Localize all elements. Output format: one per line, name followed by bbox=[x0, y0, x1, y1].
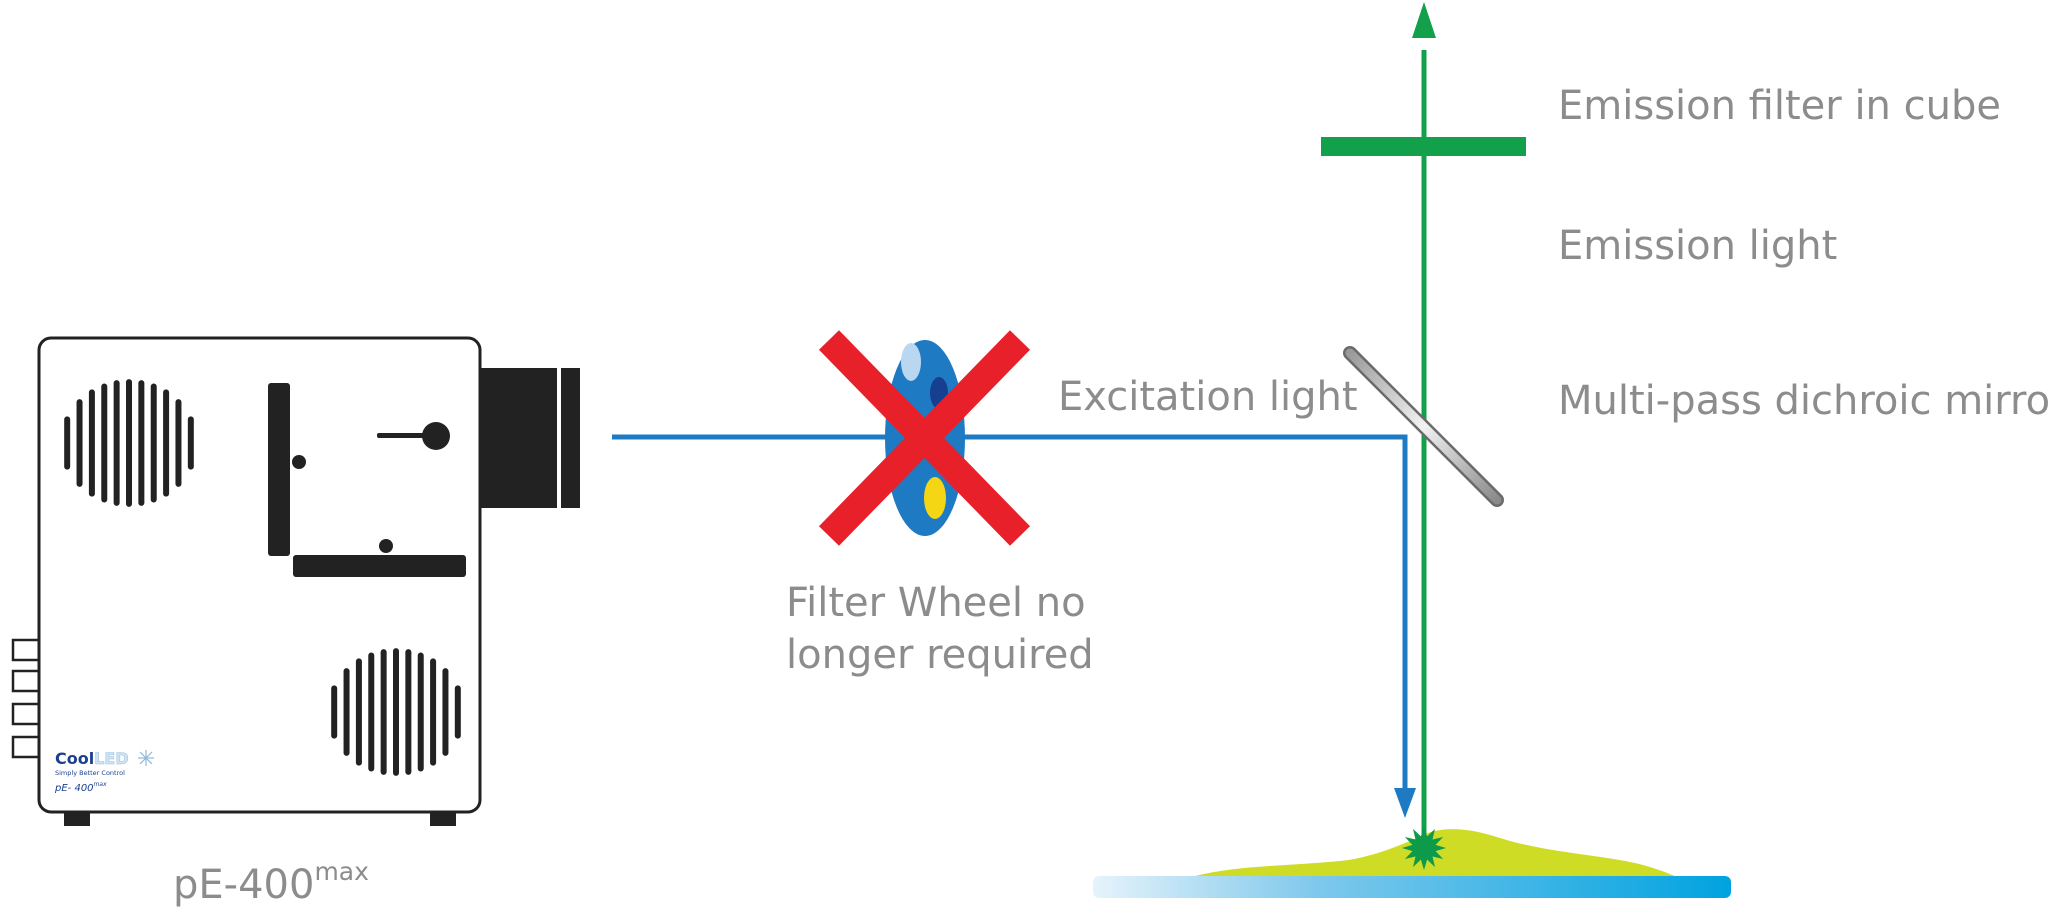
label-emission-light: Emission light bbox=[1558, 223, 1837, 269]
vent-slot bbox=[101, 383, 108, 503]
vent-slot bbox=[454, 685, 461, 739]
label-dichroic-mirror: Multi-pass dichroic mirror bbox=[1558, 378, 2048, 424]
vent-slot bbox=[380, 649, 387, 775]
vent-slot bbox=[64, 416, 71, 470]
device-output-port bbox=[480, 368, 565, 508]
vent-slot bbox=[430, 658, 437, 766]
vent-slot bbox=[163, 389, 170, 497]
badge-model: pE- 400max bbox=[54, 781, 107, 794]
vent-slot bbox=[150, 383, 157, 503]
excitation-light-path bbox=[612, 434, 1416, 818]
vent-slot bbox=[405, 649, 412, 775]
device-foot-left bbox=[64, 812, 90, 826]
microscope-slide bbox=[1093, 876, 1731, 898]
device-panel-graphic bbox=[268, 383, 466, 577]
vent-slot bbox=[138, 380, 145, 506]
vent-grille-bottom bbox=[331, 648, 461, 776]
vent-slot bbox=[113, 380, 120, 506]
vent-slot bbox=[76, 399, 83, 487]
vent-slot bbox=[417, 652, 424, 772]
vent-slot bbox=[368, 652, 375, 772]
vent-slot bbox=[355, 658, 362, 766]
emission-filter bbox=[1321, 137, 1526, 156]
vent-slot bbox=[126, 379, 132, 507]
label-filter-wheel-line1: Filter Wheel no bbox=[786, 580, 1086, 626]
vent-slot bbox=[393, 648, 399, 776]
label-filter-wheel-line2: longer required bbox=[786, 632, 1094, 678]
vent-slot bbox=[175, 399, 182, 487]
vent-grille-top bbox=[64, 379, 194, 507]
dichroic-mirror bbox=[1343, 346, 1504, 507]
excitation-arrowhead bbox=[1394, 788, 1416, 818]
vent-slot bbox=[442, 668, 449, 756]
emission-arrowhead bbox=[1412, 2, 1436, 38]
label-emission-filter: Emission filter in cube bbox=[1558, 83, 2001, 129]
label-device-name: pE-400max bbox=[173, 857, 369, 908]
brand-tagline: Simply Better Control bbox=[55, 769, 125, 777]
fluorescence-burst-star bbox=[1402, 826, 1446, 870]
device-foot-right bbox=[430, 812, 456, 826]
device-side-ports bbox=[11, 638, 41, 759]
label-excitation-light: Excitation light bbox=[1058, 374, 1358, 420]
light-source-device: CoolLED Simply Better Control pE- 400max bbox=[11, 336, 580, 826]
vent-slot bbox=[187, 416, 194, 470]
brand-star-icon bbox=[138, 750, 154, 766]
vent-slot bbox=[331, 685, 338, 739]
emission-light-path bbox=[1321, 2, 1526, 838]
vent-slot bbox=[343, 668, 350, 756]
not-required-cross-icon bbox=[818, 330, 1031, 546]
device-output-port-ring bbox=[562, 368, 580, 508]
vent-slot bbox=[88, 389, 95, 497]
brand-logo: CoolLED bbox=[55, 749, 129, 768]
